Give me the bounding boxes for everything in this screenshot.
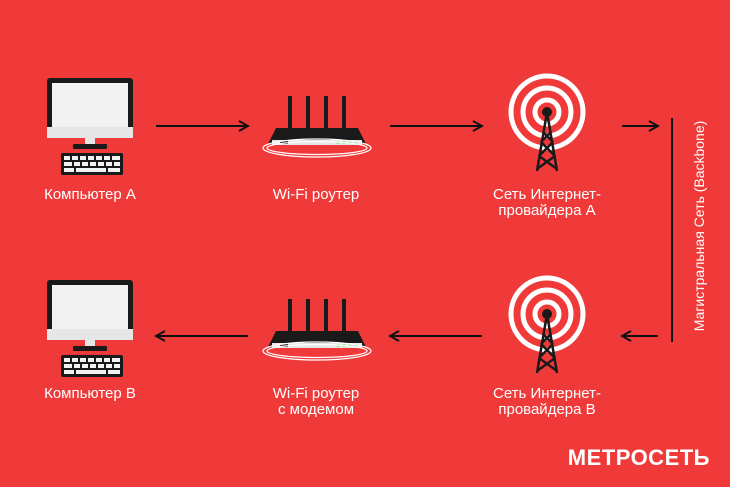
router-bottom-icon [262, 298, 372, 361]
computer-a-label: Компьютер А [44, 186, 136, 203]
isp-b-tower-icon [511, 278, 583, 373]
router-top-label: Wi-Fi роутер [272, 186, 360, 203]
computer-b-label: Компьютер В [44, 385, 136, 402]
brand-logo: МЕТРОСЕТЬ [567, 445, 710, 470]
backbone-label: Магистральная Сеть (Backbone) [691, 120, 707, 332]
isp-b-label: Сеть Интернет- провайдера В [493, 385, 601, 418]
computer-a-icon [47, 78, 133, 175]
isp-a-label: Сеть Интернет- провайдера А [493, 186, 601, 219]
isp-a-tower-icon [511, 76, 583, 171]
router-top-icon [262, 95, 372, 158]
computer-b-icon [47, 280, 133, 377]
router-bottom-label: Wi-Fi роутер с модемом [272, 385, 360, 418]
